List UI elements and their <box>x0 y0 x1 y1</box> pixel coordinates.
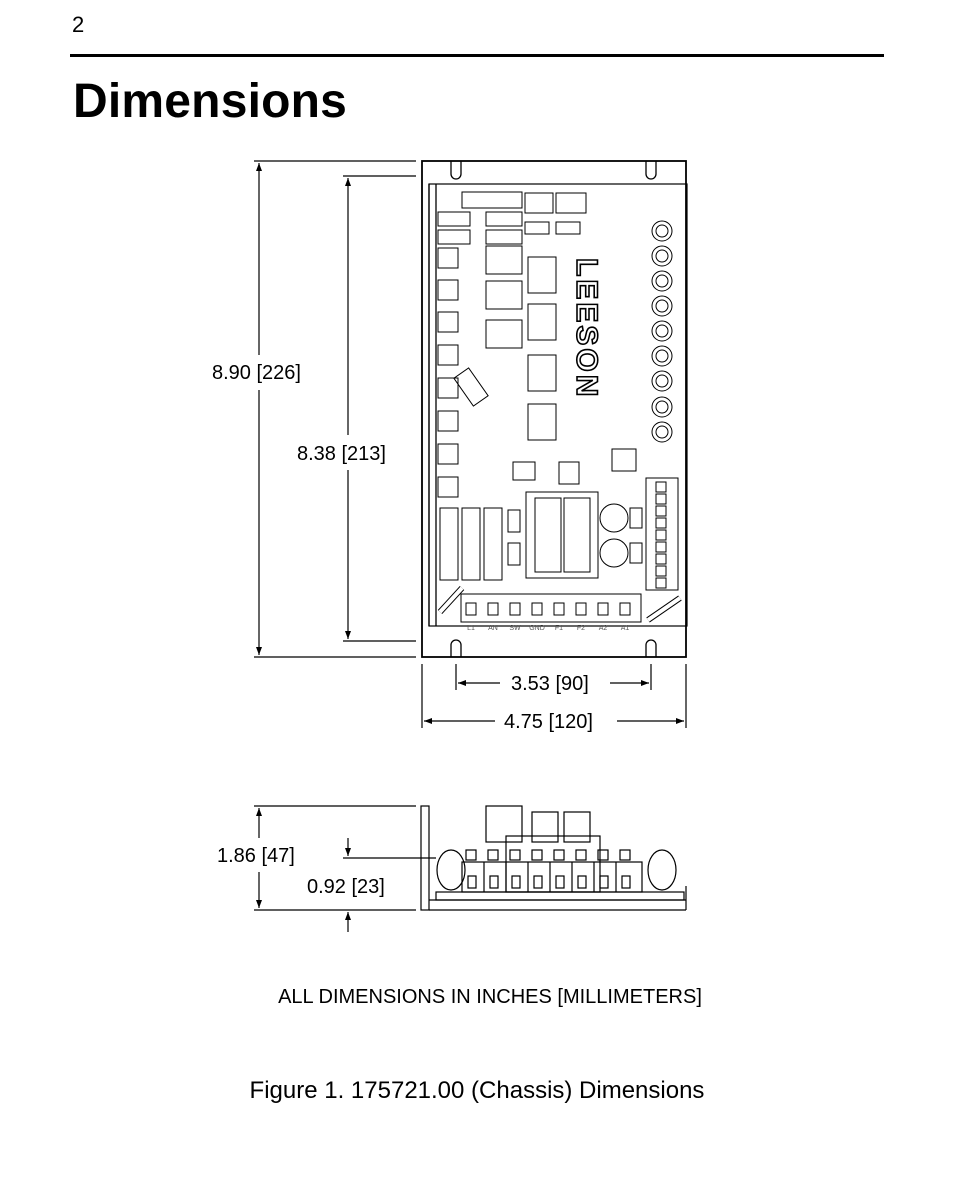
mounting-slot <box>450 161 657 657</box>
terminal-label: A1 <box>621 625 630 632</box>
terminal-label: F1 <box>555 625 563 632</box>
terminal-label: SW <box>509 625 521 632</box>
overall-height-label: 8.90 [226] <box>212 362 301 384</box>
terminal-label: F2 <box>577 625 585 632</box>
figure-caption: Figure 1. 175721.00 (Chassis) Dimensions <box>249 1077 705 1104</box>
arrowheads <box>256 163 684 724</box>
mounting-height-label: 8.38 [213] <box>297 443 386 465</box>
terminal-label: GND <box>529 625 545 632</box>
side-dimension-lines <box>254 805 436 932</box>
mounting-width-label: 3.53 [90] <box>511 673 589 695</box>
page-number: 2 <box>72 12 85 37</box>
overall-width-label: 4.75 [120] <box>504 711 593 733</box>
units-note: ALL DIMENSIONS IN INCHES [MILLIMETERS] <box>278 986 702 1008</box>
terminal-label: L1 <box>467 625 475 632</box>
terminal-label: A2 <box>599 625 608 632</box>
terminal-height-label: 0.92 [23] <box>307 876 385 898</box>
brand-logo-text: LEESON <box>570 258 603 399</box>
board-components <box>437 191 682 623</box>
terminal-label: AN <box>488 625 498 632</box>
header-rule <box>70 54 884 57</box>
chassis-top-view <box>421 160 688 658</box>
chassis-side-view <box>420 805 687 911</box>
potentiometer-column <box>651 220 673 443</box>
page-title: Dimensions <box>73 75 348 128</box>
side-height-label: 1.86 [47] <box>217 845 295 867</box>
dimension-lines <box>254 160 687 728</box>
